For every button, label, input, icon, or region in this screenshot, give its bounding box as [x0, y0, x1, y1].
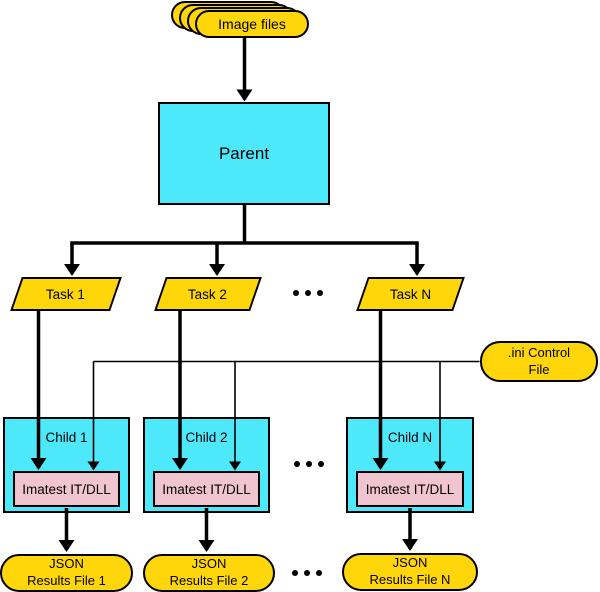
- ellipsis-icon: [294, 461, 324, 467]
- child-n-label: Child N: [387, 430, 433, 445]
- child-1-node: Child 1 Imatest IT/DLL: [3, 417, 130, 513]
- task-1-node: Task 1: [10, 277, 122, 311]
- image-files-text: Image files: [218, 16, 286, 32]
- results-file-n-line1: JSON: [392, 555, 428, 571]
- results-file-1-line2: Results File 1: [27, 573, 106, 588]
- child-n-imatest-label: Imatest IT/DLL: [365, 481, 455, 497]
- child-2-imatest-label: Imatest IT/DLL: [162, 481, 251, 497]
- child-1-imatest-label: Imatest IT/DLL: [22, 481, 111, 497]
- ellipsis-icon: [292, 570, 322, 576]
- results-file-2-node: JSON Results File 2: [143, 554, 275, 592]
- ellipsis-icon: [293, 290, 323, 296]
- results-file-2-line2: Results File 2: [169, 573, 249, 588]
- ini-control-file-line2: File: [528, 361, 550, 377]
- task-1-label: Task 1: [46, 286, 86, 302]
- ini-control-file-node: .ini Control File: [480, 341, 598, 382]
- parent-label: Parent: [218, 143, 270, 163]
- parent-node: Parent: [158, 102, 330, 205]
- task-n-label: Task N: [389, 286, 432, 302]
- results-file-2-line1: JSON: [191, 556, 227, 572]
- results-file-n-node: JSON Results File N: [342, 553, 478, 591]
- image-files-label: Image files: [195, 10, 309, 38]
- task-2-node: Task 2: [154, 277, 262, 311]
- results-file-1-node: JSON Results File 1: [0, 554, 133, 592]
- child-1-imatest-box: Imatest IT/DLL: [13, 471, 120, 507]
- task-2-label: Task 2: [188, 286, 228, 302]
- ini-control-file-line1: .ini Control: [507, 344, 571, 360]
- child-1-label: Child 1: [45, 430, 88, 445]
- child-2-label: Child 2: [185, 430, 228, 445]
- child-n-imatest-box: Imatest IT/DLL: [356, 471, 464, 507]
- child-n-node: Child N Imatest IT/DLL: [346, 417, 474, 513]
- child-2-node: Child 2 Imatest IT/DLL: [143, 417, 270, 513]
- results-file-1-line1: JSON: [49, 556, 84, 572]
- results-file-n-line2: Results File N: [369, 572, 451, 587]
- child-2-imatest-box: Imatest IT/DLL: [153, 471, 260, 507]
- task-n-node: Task N: [356, 277, 465, 311]
